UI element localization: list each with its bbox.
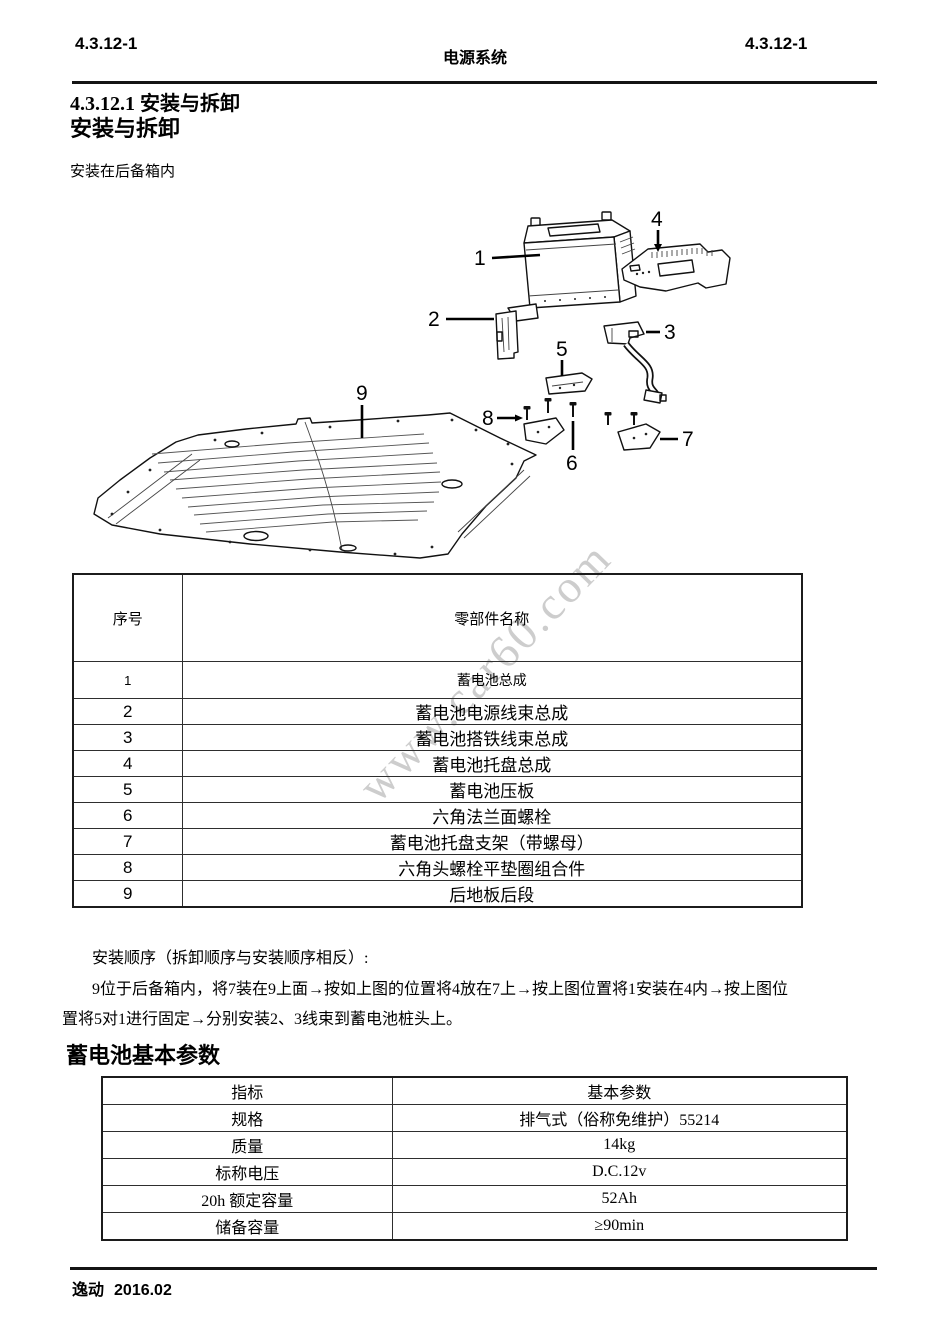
param-value-cell: 52Ah: [391, 1185, 848, 1213]
parts-exploded-diagram: 9 1: [93, 208, 731, 559]
table-header-row: 序号 零部件名称: [72, 573, 803, 662]
callout-6: 6: [566, 421, 578, 475]
footer-rule: [70, 1267, 877, 1270]
part-no-cell: 3: [72, 724, 183, 751]
install-steps-line2: 置将5对1进行固定→分别安装2、3线束到蓄电池桩头上。: [62, 1011, 463, 1028]
svg-text:9: 9: [356, 382, 368, 405]
part-no-cell: 1: [72, 661, 183, 699]
param-key-cell: 质量: [101, 1131, 393, 1159]
svg-text:5: 5: [556, 338, 568, 361]
screw-icon: [604, 412, 612, 425]
part-name-cell: 蓄电池压板: [181, 776, 803, 803]
table-header-row: 指标 基本参数: [101, 1076, 848, 1105]
table-row: 6 六角法兰面螺栓: [72, 802, 803, 829]
callout-8: 8: [482, 407, 523, 430]
header-system-title: 电源系统: [442, 50, 507, 67]
part-no-cell: 4: [72, 750, 183, 777]
part-no-cell: 6: [72, 802, 183, 829]
param-value-cell: D.C.12v: [391, 1158, 848, 1186]
header-rule: [72, 81, 877, 84]
part-no-cell: 7: [72, 828, 183, 855]
table-row: 规格 排气式（俗称免维护）55214: [101, 1104, 848, 1132]
part-name-cell: 蓄电池电源线束总成: [181, 698, 803, 725]
svg-text:2: 2: [428, 308, 440, 331]
svg-text:3: 3: [664, 321, 676, 344]
part-name-cell: 蓄电池托盘总成: [181, 750, 803, 777]
battery-tray-illustration: [621, 243, 731, 292]
table-row: 8 六角头螺栓平垫圈组合件: [72, 854, 803, 881]
param-value-cell: 14kg: [391, 1131, 848, 1159]
header-page-number-right: 4.3.12-1: [745, 34, 808, 53]
callout-3: 3: [646, 321, 676, 344]
install-order-intro: 安装顺序（拆卸顺序与安装顺序相反）:: [92, 950, 369, 967]
table-row: 储备容量 ≥90min: [101, 1212, 848, 1241]
part-name-cell: 后地板后段: [181, 880, 803, 908]
svg-text:7: 7: [682, 428, 694, 451]
part-no-cell: 8: [72, 854, 183, 881]
callout-4: 4: [651, 208, 663, 252]
footer-model-name: 逸动: [72, 1282, 105, 1299]
svg-text:4: 4: [651, 208, 663, 231]
install-order-steps: 9位于后备箱内，将7装在9上面→按如上图的位置将4放在7上→按上图位置将1安装在…: [62, 975, 880, 1035]
part-name-cell: 六角头螺栓平垫圈组合件: [181, 854, 803, 881]
tray-bracket-right-illustration: [617, 423, 661, 451]
install-location-note: 安装在后备箱内: [70, 164, 176, 180]
callout-7: 7: [660, 428, 694, 451]
param-key-cell: 规格: [101, 1104, 393, 1132]
part-no-cell: 9: [72, 880, 183, 908]
param-value-cell: ≥90min: [391, 1212, 848, 1241]
part-no-cell: 2: [72, 698, 183, 725]
svg-text:6: 6: [566, 452, 578, 475]
screw-icon: [523, 406, 531, 420]
callout-2: 2: [428, 308, 494, 331]
screw-icon: [544, 398, 552, 413]
tray-bracket-left-illustration: [523, 417, 565, 445]
screw-icon: [630, 412, 638, 425]
param-value-cell: 排气式（俗称免维护）55214: [391, 1104, 848, 1132]
part-name-cell: 蓄电池托盘支架（带螺母）: [181, 828, 803, 855]
header-page-number-left: 4.3.12-1: [75, 34, 138, 53]
footer: 逸动 2016.02: [72, 1276, 172, 1300]
col-header-serial: 序号: [72, 573, 183, 662]
part-name-cell: 蓄电池搭铁线束总成: [181, 724, 803, 751]
part-name-cell: 六角法兰面螺栓: [181, 802, 803, 829]
table-row: 9 后地板后段: [72, 880, 803, 908]
section-number-title: 4.3.12.1 安装与拆卸: [70, 93, 240, 115]
table-row: 3 蓄电池搭铁线束总成: [72, 724, 803, 751]
svg-text:8: 8: [482, 407, 494, 430]
callout-1: 1: [474, 247, 541, 270]
table-row: 7 蓄电池托盘支架（带螺母）: [72, 828, 803, 855]
battery-params-table: 指标 基本参数 规格 排气式（俗称免维护）55214 质量 14kg 标称电压 …: [101, 1076, 848, 1241]
param-key-cell: 标称电压: [101, 1158, 393, 1186]
table-row: 标称电压 D.C.12v: [101, 1158, 848, 1186]
param-value-header: 基本参数: [391, 1076, 848, 1105]
table-row: 5 蓄电池压板: [72, 776, 803, 803]
power-harness-illustration: [495, 303, 539, 360]
param-key-cell: 储备容量: [101, 1212, 393, 1241]
battery-params-title: 蓄电池基本参数: [66, 1043, 221, 1068]
parts-list-table: 序号 零部件名称 1 蓄电池总成 2 蓄电池电源线束总成 3 蓄电池搭铁线束总成…: [72, 573, 803, 908]
floor-panel-illustration: [93, 412, 537, 559]
table-row: 4 蓄电池托盘总成: [72, 750, 803, 777]
install-steps-line1: 9位于后备箱内，将7装在9上面→按如上图的位置将4放在7上→按上图位置将1安装在…: [92, 981, 789, 998]
table-row: 1 蓄电池总成: [72, 661, 803, 699]
ground-harness-illustration: [603, 321, 667, 404]
section-subtitle: 安装与拆卸: [70, 116, 181, 141]
col-header-part-name: 零部件名称: [181, 573, 803, 662]
part-name-cell: 蓄电池总成: [181, 661, 803, 699]
table-row: 2 蓄电池电源线束总成: [72, 698, 803, 725]
param-key-header: 指标: [101, 1076, 393, 1105]
param-key-cell: 20h 额定容量: [101, 1185, 393, 1213]
part-no-cell: 5: [72, 776, 183, 803]
clamp-plate-illustration: [545, 372, 593, 395]
battery-illustration: [523, 211, 637, 309]
svg-text:1: 1: [474, 247, 486, 270]
table-row: 质量 14kg: [101, 1131, 848, 1159]
table-row: 20h 额定容量 52Ah: [101, 1185, 848, 1213]
screw-icon: [569, 402, 577, 417]
callout-5: 5: [556, 338, 568, 376]
callout-9: 9: [356, 382, 368, 438]
footer-date: 2016.02: [114, 1282, 172, 1299]
